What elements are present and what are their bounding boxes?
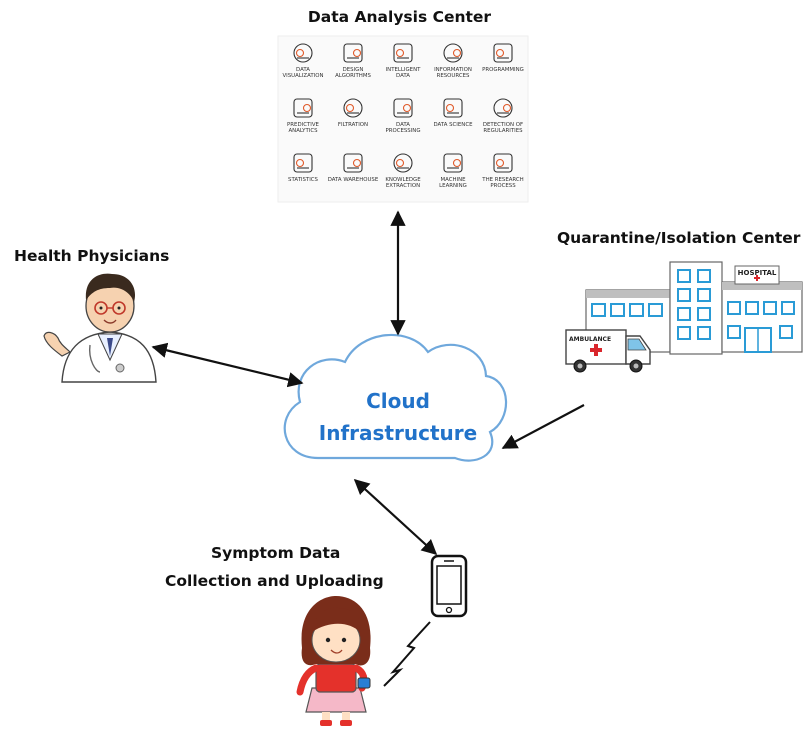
doctor-icon [43, 273, 157, 383]
hospital-sign: HOSPITAL [738, 269, 777, 277]
analysis-icon-label: DATA [396, 122, 410, 128]
analysis-icon-label: PROCESS [490, 183, 516, 189]
analysis-icon-label: PROCESSING [385, 128, 420, 134]
analysis-icon-label: VISUALIZATION [282, 73, 323, 79]
hospital-window [677, 307, 691, 321]
symptom-title-line1: Symptom Data [211, 544, 341, 562]
quarantine-center-title: Quarantine/Isolation Center [557, 229, 801, 247]
analysis-icon-cell: DATA SCIENCE [434, 98, 474, 128]
analysis-icon-label: RESOURCES [437, 73, 470, 79]
hospital-window [648, 303, 663, 317]
analysis-icon-label: DATA [296, 67, 310, 73]
analysis-icon-label: FILTRATION [338, 122, 368, 128]
hospital-window [677, 269, 691, 283]
ambulance-icon: AMBULANCE [565, 329, 651, 373]
health-physicians-title: Health Physicians [14, 247, 170, 265]
analysis-icon-label: MACHINE [440, 177, 466, 183]
cloud-label-line2: Infrastructure [319, 421, 477, 445]
hospital-window [697, 326, 711, 340]
analysis-icon-label: ALGORITHMS [335, 73, 371, 79]
ambulance-sign: AMBULANCE [569, 336, 611, 343]
analysis-icon-label: THE RESEARCH [481, 177, 523, 183]
hospital-window [677, 288, 691, 302]
hospital-window [677, 326, 691, 340]
arrow-physicians-cloud [151, 342, 304, 388]
hospital-icon: HOSPITAL [585, 261, 803, 355]
cloud-icon: Cloud Infrastructure [283, 333, 508, 462]
analysis-icon-label: EXTRACTION [386, 183, 420, 189]
arrow-cloud-phone [353, 478, 438, 556]
analysis-icon-label: REGULARITIES [483, 128, 523, 134]
smartphone-icon [430, 554, 468, 618]
analysis-icon-label: KNOWLEDGE [385, 177, 421, 183]
arrow-quarantine-cloud [501, 404, 585, 449]
hospital-window [629, 303, 644, 317]
hospital-window [727, 301, 741, 315]
analysis-icon-cell: DATA WAREHOUSE [328, 153, 379, 183]
hospital-window [781, 301, 795, 315]
analysis-icon-label: DETECTION OF [483, 122, 523, 128]
hospital-window [591, 303, 606, 317]
hospital-window [610, 303, 625, 317]
wireless-bolt-icon [383, 621, 431, 687]
hospital-window [779, 325, 793, 339]
analysis-icon-cell: FILTRATION [338, 98, 368, 128]
analysis-icon-cell: PROGRAMMING [482, 43, 524, 73]
hospital-window [745, 301, 759, 315]
analysis-icon-label: LEARNING [439, 183, 467, 189]
cloud-label-line1: Cloud [366, 389, 430, 413]
hospital-window [697, 269, 711, 283]
data-analysis-center-title: Data Analysis Center [307, 8, 492, 26]
hospital-window [763, 301, 777, 315]
analysis-icon-label: DATA SCIENCE [434, 122, 474, 128]
analysis-icon-grid: DATAVISUALIZATIONDESIGNALGORITHMSINTELLI… [277, 35, 529, 203]
analysis-icon-label: INTELLIGENT [386, 67, 422, 73]
analysis-icon-label: DATA [396, 73, 410, 79]
symptom-title-line2: Collection and Uploading [165, 572, 384, 590]
hospital-window [697, 288, 711, 302]
hospital-window [727, 325, 741, 339]
analysis-icon-label: DESIGN [343, 67, 364, 73]
analysis-icon-label: DATA WAREHOUSE [328, 177, 379, 183]
analysis-icon-label: STATISTICS [288, 177, 319, 183]
analysis-icon-cell: STATISTICS [288, 153, 319, 183]
analysis-icon-label: INFORMATION [434, 67, 472, 73]
hospital-window [697, 307, 711, 321]
analysis-icon-label: ANALYTICS [288, 128, 318, 134]
girl-icon [296, 596, 371, 726]
analysis-icon-label: PROGRAMMING [482, 67, 524, 73]
analysis-icon-label: PREDICTIVE [287, 122, 319, 128]
